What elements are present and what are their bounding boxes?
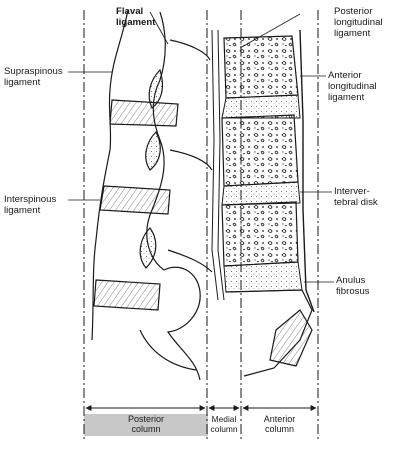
intervertebral-disks (221, 94, 303, 293)
label-interspinous-ligament: Interspinous ligament (4, 194, 57, 216)
vertebral-bodies (221, 35, 299, 267)
leader-lines (68, 11, 334, 283)
lower-segment (225, 289, 313, 377)
caption-anterior-column: Anterior column (263, 414, 296, 434)
caption-posterior-column: Posterior column (127, 414, 164, 434)
posterior-elements (91, 9, 213, 381)
posterior-longitudinal-ligament-line (211, 29, 225, 301)
label-anterior-longitudinal-ligament: Anterior longitudinal ligament (328, 70, 377, 103)
caption-medial-column: Medial column (210, 414, 238, 434)
label-posterior-longitudinal-ligament: Posterior longitudinal ligament (334, 6, 383, 39)
label-intervertebral-disk: Interver- tebral disk (334, 186, 378, 208)
label-flaval-ligament: Flaval ligament (116, 6, 156, 28)
label-anulus-fibrosus: Anulus fibrosus (336, 275, 370, 297)
posterior-column-highlight (84, 414, 208, 436)
label-supraspinous-ligament: Supraspinous ligament (4, 66, 63, 88)
anterior-longitudinal-ligament-line (299, 29, 315, 313)
